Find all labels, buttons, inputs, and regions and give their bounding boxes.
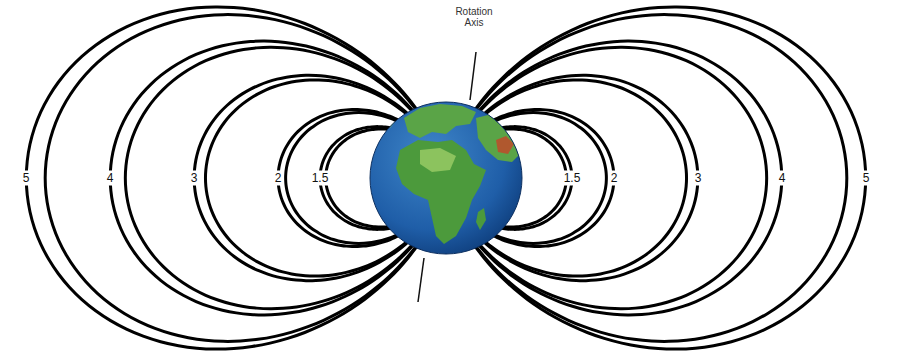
field-line — [26, 7, 416, 349]
field-line — [475, 7, 865, 349]
shell-number: 2 — [273, 171, 284, 186]
sahara — [420, 148, 456, 172]
asia — [476, 112, 524, 162]
shell-number: 3 — [189, 171, 200, 186]
earth-globe — [370, 102, 524, 254]
field-line — [480, 47, 767, 308]
shell-number: 4 — [105, 171, 116, 186]
field-line — [110, 41, 413, 315]
shell-number: 5 — [21, 171, 32, 186]
field-line — [479, 41, 782, 315]
axis-tick-top — [470, 52, 476, 100]
axis-label: Rotation Axis — [449, 6, 499, 28]
shell-number: 4 — [777, 171, 788, 186]
field-line — [45, 15, 416, 342]
axis-tick-bottom — [418, 258, 424, 302]
madagascar — [476, 208, 486, 230]
shell-number: 5 — [861, 171, 872, 186]
field-lines — [26, 7, 865, 349]
shell-number: 1.5 — [310, 171, 331, 186]
africa — [396, 140, 486, 244]
field-line — [476, 15, 847, 342]
earth-outline — [370, 102, 522, 254]
shell-number: 2 — [609, 171, 620, 186]
island — [380, 110, 398, 128]
shell-number: 3 — [693, 171, 704, 186]
shell-number: 1.5 — [562, 171, 583, 186]
field-line — [125, 47, 412, 308]
